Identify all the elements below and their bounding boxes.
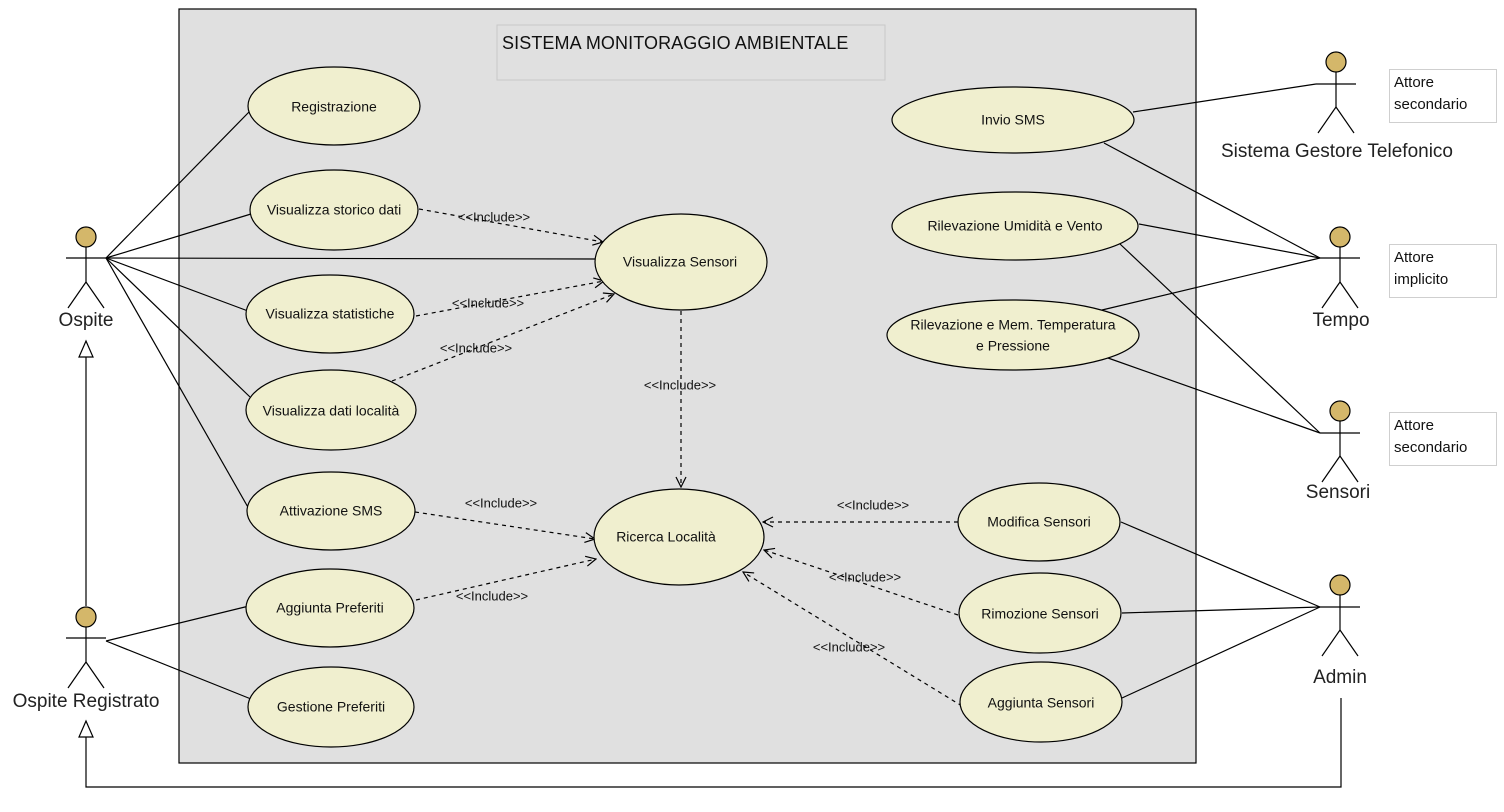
actor-name-sistema-gestore: Sistema Gestore Telefonico (1221, 141, 1453, 162)
note-gestore: Attore secondario (1389, 69, 1497, 123)
use-case-label-statistiche: Visualizza statistiche (265, 305, 395, 322)
use-cases (245, 66, 1140, 748)
include-label-statistiche: <<Include>> (451, 295, 525, 311)
actor-sistema-gestore-figure[interactable] (1316, 51, 1356, 134)
include-label-attivazione-sms: <<Include>> (464, 495, 538, 511)
use-case-aggiunta-sensori[interactable] (959, 661, 1123, 743)
note-sensori-line2: secondario (1394, 439, 1468, 456)
use-case-registrazione[interactable] (247, 66, 421, 146)
associations (105, 83, 1321, 700)
use-case-label-temperatura-line2: e Pressione (976, 337, 1050, 354)
use-case-label-attivazione-sms: Attivazione SMS (279, 502, 383, 519)
generalizations (78, 339, 1342, 788)
include-label-storico: <<Include>> (457, 209, 531, 225)
note-tempo-line2: implicito (1394, 271, 1449, 288)
actor-name-tempo: Tempo (1312, 310, 1370, 331)
actor-name-admin: Admin (1313, 667, 1367, 688)
use-case-label-localita: Visualizza dati località (262, 402, 400, 419)
actor-ospite-registrato-figure[interactable] (66, 606, 106, 689)
use-case-label-invio-sms: Invio SMS (981, 111, 1045, 128)
use-case-label-temperatura-line1: Rilevazione e Mem. Temperatura (910, 316, 1116, 333)
use-case-label-visualizza-sensori: Visualizza Sensori (622, 253, 738, 270)
use-case-label-modifica-sensori: Modifica Sensori (987, 513, 1091, 530)
actor-name-ospite-registrato: Ospite Registrato (12, 691, 160, 712)
use-case-ricerca-localita[interactable] (593, 488, 765, 586)
use-case-label-registrazione: Registrazione (291, 98, 377, 115)
note-sensori-line1: Attore (1394, 417, 1435, 434)
include-label-modifica-sensori: <<Include>> (836, 497, 910, 513)
use-case-storico[interactable] (249, 169, 419, 251)
use-case-label-umidita: Rilevazione Umidità e Vento (927, 217, 1103, 234)
actor-sensori-figure[interactable] (1320, 400, 1360, 483)
use-case-invio-sms[interactable] (891, 86, 1135, 154)
use-case-visualizza-sensori[interactable] (594, 213, 768, 311)
system-title-box (496, 24, 886, 81)
use-case-gestione-preferiti[interactable] (247, 666, 415, 748)
actor-ospite-figure[interactable] (66, 226, 106, 309)
actor-name-sensori: Sensori (1305, 482, 1371, 503)
use-case-label-storico: Visualizza storico dati (266, 201, 402, 218)
actor-admin-figure[interactable] (1320, 574, 1360, 657)
use-case-localita[interactable] (245, 369, 417, 451)
use-case-umidita[interactable] (891, 191, 1139, 261)
use-case-label-gestione-preferiti: Gestione Preferiti (276, 698, 386, 715)
actor-name-ospite: Ospite (58, 310, 114, 331)
note-sensori: Attore secondario (1389, 412, 1497, 466)
include-label-sensori-ricerca: <<Include>> (643, 377, 717, 393)
include-label-localita: <<Include>> (439, 340, 513, 356)
include-label-aggiunta-sensori: <<Include>> (812, 639, 886, 655)
note-tempo: Attore implicito (1389, 244, 1497, 298)
use-case-label-aggiunta-preferiti: Aggiunta Preferiti (276, 599, 384, 616)
use-case-modifica-sensori[interactable] (957, 482, 1121, 562)
use-case-attivazione-sms[interactable] (246, 471, 416, 551)
system-title: SISTEMA MONITORAGGIO AMBIENTALE (502, 33, 849, 53)
actor-tempo-figure[interactable] (1320, 226, 1360, 309)
use-case-aggiunta-preferiti[interactable] (245, 568, 415, 648)
include-dependencies (391, 208, 963, 707)
use-case-label-ricerca-localita: Ricerca Località (616, 528, 716, 545)
use-case-label-aggiunta-sensori: Aggiunta Sensori (987, 694, 1095, 711)
use-case-rimozione-sensori[interactable] (958, 572, 1122, 654)
note-gestore-line2: secondario (1394, 96, 1468, 113)
use-case-temperatura[interactable] (886, 299, 1140, 371)
include-label-aggiunta-preferiti: <<Include>> (455, 588, 529, 604)
use-case-statistiche[interactable] (245, 274, 415, 354)
note-gestore-line1: Attore (1394, 74, 1435, 91)
note-tempo-line1: Attore (1394, 249, 1435, 266)
use-case-label-rimozione-sensori: Rimozione Sensori (981, 605, 1099, 622)
include-label-rimozione-sensori: <<Include>> (828, 569, 902, 585)
